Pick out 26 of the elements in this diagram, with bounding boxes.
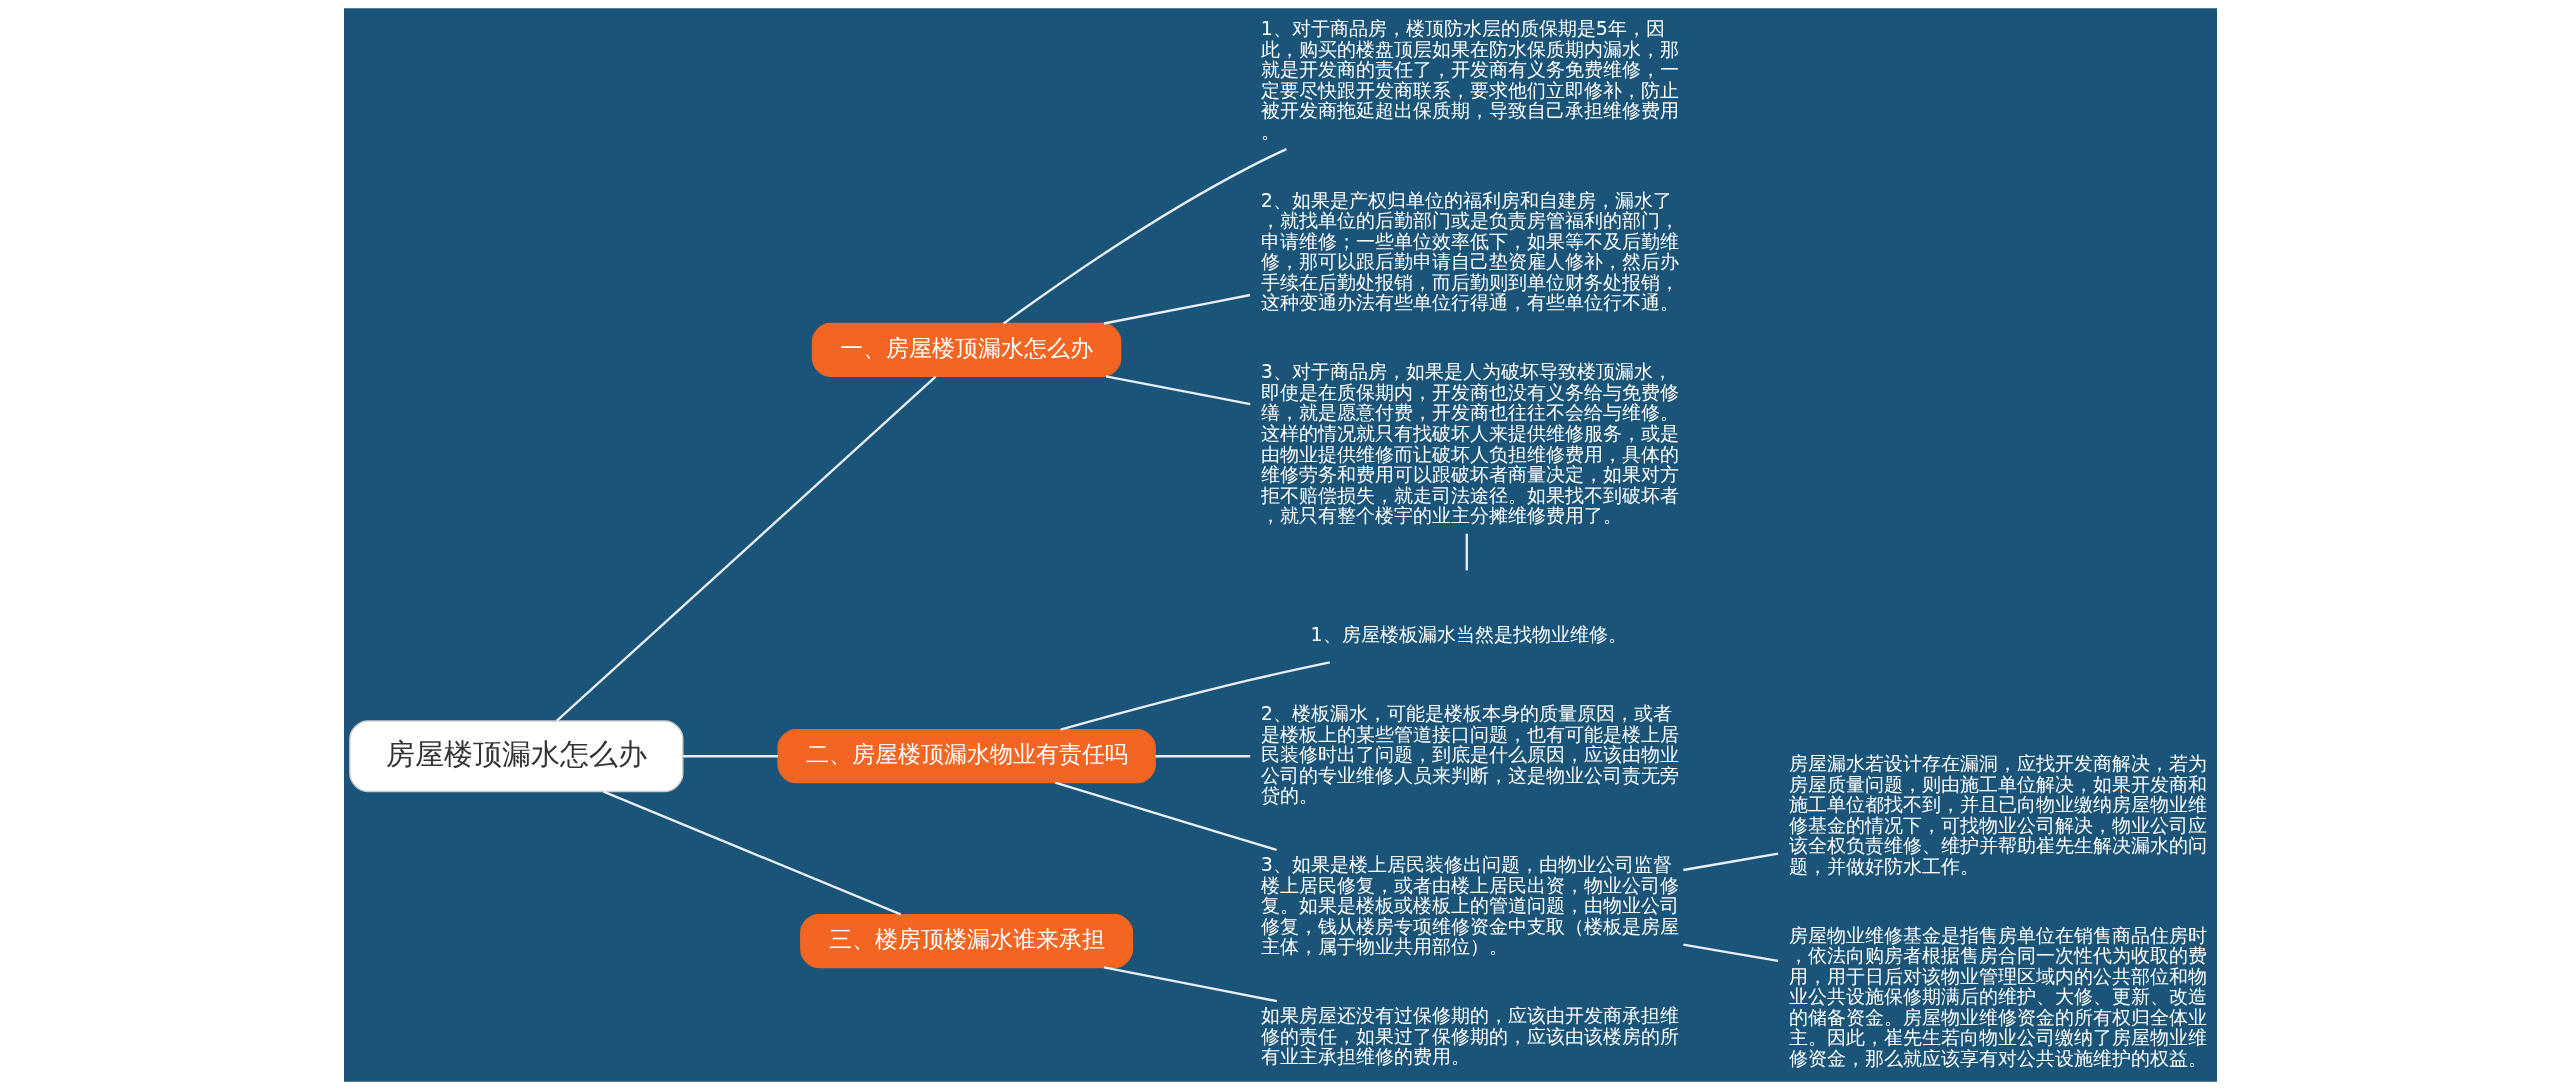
node-text: 1、房屋楼板漏水当然是找物业维修。 [1310, 622, 1627, 645]
node-box: 三、楼房顶楼漏水谁来承担 [799, 913, 1133, 969]
node-text: 房屋漏水若设计存在漏洞，应找开发商解决，若为房屋质量问题，则由施工单位解决，如果开发商和施工单位都找不到，并且已向物业缴纳房屋物业维修基金的情况下，可找物业公司解决，物业公司应该全权负责维修、维护并帮助崔先生解决漏水的问题，并做好防水工作。 [1788, 751, 2207, 877]
connector [682, 755, 778, 758]
connector [555, 375, 936, 722]
node-text: 房屋物业维修基金是指售房单位在销售商品住房时，依法向购房者根据售房合同一次性代为收取的费用，用于日后对该物业管理区域内的公共部位和物业公共设施保修期满后的维护、大修、更新、改造的储备资金。房屋物业维修资金的所有权归全体业主。因此，崔先生若向物业公司缴纳了房屋物业维修资金，那么就应该享有对公共设施维护的权益。 [1788, 923, 2207, 1069]
node-text: 如果房屋还没有过保修期的，应该由开发商承担维修的责任，如果过了保修期的，应该由该楼房的所有业主承担维修的费用。 [1260, 1004, 1679, 1068]
node-text: 3、对于商品房，如果是人为破坏导致楼顶漏水，即使是在质保期内，开发商也没有义务给与免费修缮，就是愿意付费，开发商也往往不会给与维修。这样的情况就只有找破坏人来提供维修服务，或是由物业提供维修而让破坏人负担维修费用，具体的维修劳务和费用可以跟破坏者商量决定，如果对方拒不赔偿损失，就走司法途径。如果找不到破坏者，就只有整个楼宇的业主分摊维修费用了。 [1260, 360, 1679, 527]
node-box: 二、房屋楼顶漏水物业有责任吗 [776, 729, 1156, 784]
connector [1682, 852, 1778, 872]
node-text: 2、楼板漏水，可能是楼板本身的质量原因，或者是楼板上的某些管道接口问题，也有可能是楼上居民装修时出了问题，到底是什么原因，应该由物业公司的专业维修人员来判断，这是物业公司责无旁贷的。 [1260, 702, 1679, 807]
node-text: 3、如果是楼上居民装修出问题，由物业公司监督楼上居民修复，或者由楼上居民出资，物业公司修复。如果是楼板或楼板上的管道问题，由物业公司修复，钱从楼房专项维修资金中支取（楼板是房屋主体，属于物业共用部位）。 [1260, 853, 1679, 958]
connector [1154, 755, 1250, 758]
connector [602, 790, 901, 916]
node-box: 一、房屋楼顶漏水怎么办 [811, 322, 1121, 378]
node-text: 2、如果是产权归单位的福利房和自建房，漏水了，就找单位的后勤部门或是负责房管福利的部门，申请维修；一些单位效率低下，如果等不及后勤维修，那可以跟后勤申请自己垫资雇人修补，然后办手续在后勤处报销，而后勤则到单位财务处报销，这种变通办法有些单位行得通，有些单位行不通。 [1260, 188, 1679, 314]
connector [1682, 943, 1778, 963]
connector [1465, 533, 1468, 571]
connector [1002, 148, 1287, 325]
connector [1103, 293, 1250, 325]
node-box: 房屋楼顶漏水怎么办 [348, 720, 684, 793]
connector [1105, 375, 1250, 406]
node-text: 1、对于商品房，楼顶防水层的质保期是5年，因此，购买的楼盘顶层如果在防水保质期内漏水，那就是开发商的责任了，开发商有义务免费维修，一定要尽快跟开发商联系，要求他们立即修补，防止被开发商拖延超出保质期，导致自己承担维修费用。 [1260, 17, 1679, 142]
connector [1054, 781, 1277, 852]
connector [1059, 661, 1330, 731]
connector [1103, 966, 1277, 1003]
